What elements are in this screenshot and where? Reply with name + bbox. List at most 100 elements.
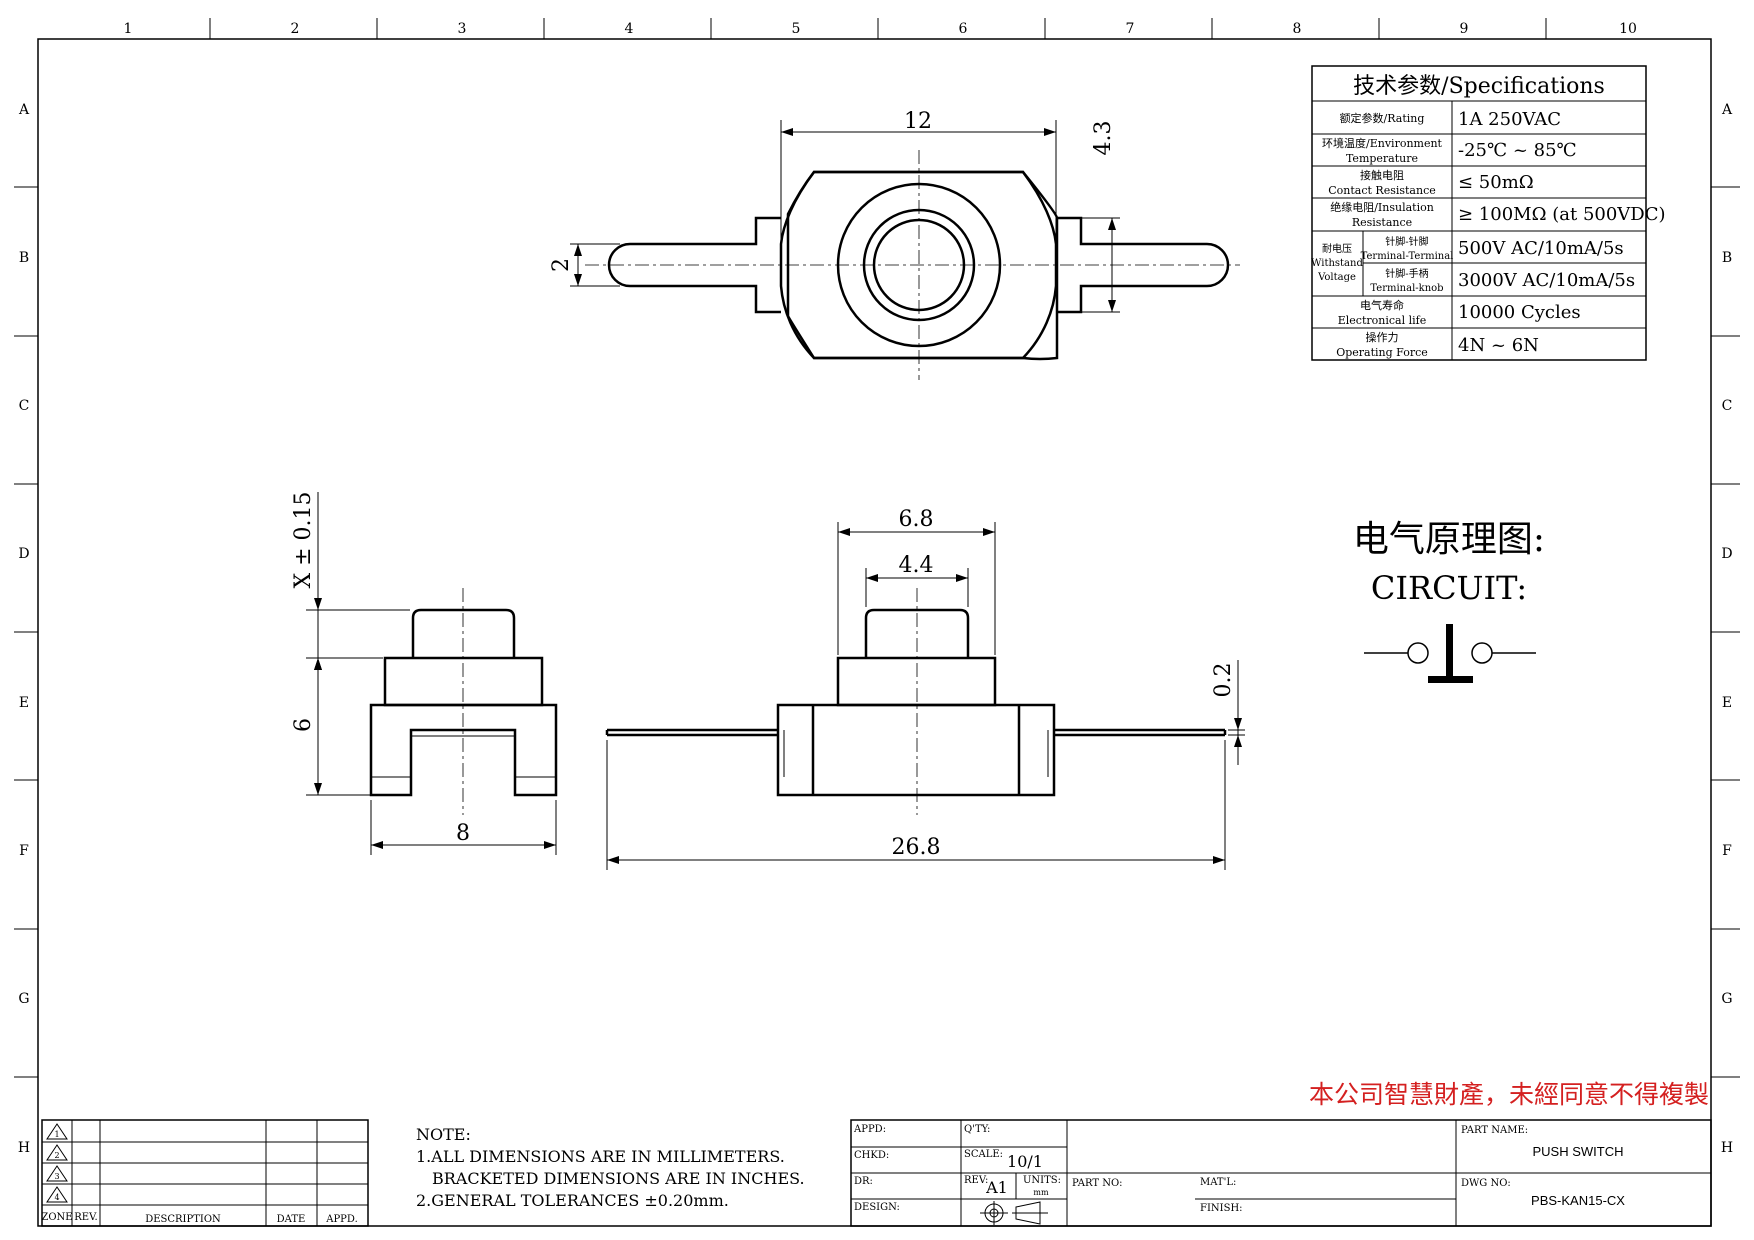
spec-label-insulation-en: Resistance	[1352, 216, 1412, 229]
row-label-f: F	[19, 843, 29, 859]
tb-chkd-label: CHKD:	[854, 1150, 889, 1161]
rev-header-appd: APPD.	[325, 1214, 358, 1225]
row-label-e-right: E	[1722, 695, 1732, 711]
top-view-body-shape	[779, 170, 1058, 360]
spec-withstand-en2: Voltage	[1317, 272, 1356, 283]
row-label-b-right: B	[1722, 250, 1732, 266]
spec-label-life-en: Electronical life	[1338, 314, 1426, 327]
rev-header-date: DATE	[277, 1214, 306, 1225]
front-view-left-terminal	[605, 728, 778, 737]
dim-side-height: 6	[291, 718, 316, 732]
dim-side-width: 8	[456, 821, 470, 846]
spec-withstand-cn: 耐电压	[1322, 242, 1352, 255]
tb-finish-label: FINISH:	[1200, 1203, 1243, 1214]
tb-scale-value: 10/1	[1007, 1152, 1043, 1171]
dim-front-outer: 6.8	[899, 507, 934, 532]
spec-value-force: 4N ~ 6N	[1458, 335, 1539, 356]
title-block: APPD: Q'TY: CHKD: SCALE: DR: REV: UNITS:…	[850, 1119, 1712, 1227]
tb-units-label: UNITS:	[1023, 1175, 1061, 1186]
front-view-right-terminal	[1054, 728, 1227, 737]
spec-title: 技术参数/Specifications	[1353, 74, 1605, 99]
spec-withstand-sub2-cn: 针脚-手柄	[1385, 267, 1428, 280]
front-view-collar	[836, 656, 997, 707]
spec-label-rating: 额定参数/Rating	[1340, 111, 1425, 125]
col-label-8: 8	[1293, 21, 1302, 37]
col-label-6: 6	[959, 21, 968, 37]
spec-withstand-sub1-cn: 针脚-针脚	[1385, 235, 1428, 248]
spec-value-withstand2: 3000V AC/10mA/5s	[1458, 270, 1635, 291]
spec-value-contact: ≤ 50mΩ	[1458, 172, 1534, 193]
row-label-h: H	[18, 1140, 30, 1156]
spec-label-life: 电气寿命	[1360, 298, 1404, 312]
revision-table: 1 2 3 4 ZONE REV. DESCRIPTION DATE APPD.	[41, 1119, 369, 1227]
spec-value-withstand1: 500V AC/10mA/5s	[1458, 238, 1624, 259]
side-view-collar	[383, 656, 544, 707]
row-label-e: E	[19, 695, 29, 711]
tb-rev-label: REV:	[964, 1175, 988, 1186]
tb-dwgno-label: DWG NO:	[1461, 1178, 1511, 1189]
tb-partname-label: PART NAME:	[1461, 1125, 1528, 1136]
notes-line-3: 2.GENERAL TOLERANCES ±0.20mm.	[416, 1191, 729, 1210]
circuit-stem	[1446, 624, 1453, 676]
rev-header-description: DESCRIPTION	[145, 1214, 221, 1225]
circuit-title-en: CIRCUIT:	[1371, 569, 1527, 607]
tb-part-name: PUSH SWITCH	[1533, 1144, 1624, 1159]
spec-value-insulation: ≥ 100MΩ (at 500VDC)	[1458, 204, 1666, 225]
spec-withstand-en1: Withstand	[1311, 258, 1363, 269]
dim-side-var: X ± 0.15	[291, 491, 316, 588]
spec-label-force-en: Operating Force	[1336, 346, 1428, 359]
spec-label-insulation: 绝缘电阻/Insulation	[1330, 200, 1434, 214]
spec-label-contact: 接触电阻	[1360, 168, 1404, 182]
top-view-body-outline	[786, 170, 1059, 361]
side-view-base	[369, 703, 558, 797]
col-label-4: 4	[625, 21, 634, 37]
drawing-frame: 1 2 3 4 5 6 7 8 9 10 A B C D E F G H A B…	[14, 18, 1740, 1227]
dim-top-width: 12	[904, 109, 932, 134]
spec-withstand-sub1-en: Terminal-Terminal	[1361, 251, 1454, 262]
rev-mark-1: 1	[54, 1130, 59, 1139]
circuit-title-cn: 电气原理图:	[1353, 519, 1545, 560]
notes-title: NOTE:	[416, 1125, 471, 1144]
top-view: 12 4.3 2	[549, 109, 1240, 380]
tb-units-value: mm	[1033, 1188, 1049, 1197]
tb-scale-label: SCALE:	[964, 1149, 1003, 1160]
spec-withstand-sub2-en: Terminal-knob	[1370, 283, 1443, 294]
col-label-9: 9	[1460, 21, 1469, 37]
tb-rev-value: A1	[985, 1178, 1008, 1197]
front-view: 6.8 4.4 0.2 26.8	[605, 507, 1245, 870]
notes-line-2: BRACKETED DIMENSIONS ARE IN INCHES.	[432, 1169, 805, 1188]
side-view: X ± 0.15 6 8	[291, 491, 558, 855]
spec-value-rating: 1A 250VAC	[1458, 109, 1561, 130]
tb-design-label: DESIGN:	[854, 1202, 900, 1213]
tb-dr-label: DR:	[854, 1176, 873, 1187]
row-label-a-right: A	[1721, 102, 1733, 118]
dim-front-thickness: 0.2	[1211, 663, 1236, 698]
circuit-push-bar	[1428, 676, 1473, 683]
circuit-contact-right	[1471, 642, 1493, 664]
col-label-5: 5	[792, 21, 801, 37]
col-label-7: 7	[1126, 21, 1135, 37]
row-label-d: D	[18, 546, 29, 562]
row-label-h-right: H	[1721, 1140, 1733, 1156]
spec-label-force: 操作力	[1366, 330, 1399, 344]
rev-header-zone: ZONE	[41, 1212, 72, 1223]
tb-dwg-no: PBS-KAN15-CX	[1531, 1193, 1625, 1208]
top-view-left-terminal	[607, 216, 781, 314]
rev-header-rev: REV.	[74, 1212, 97, 1223]
dim-front-total: 26.8	[892, 835, 941, 860]
rev-mark-3: 3	[54, 1172, 59, 1181]
tb-qty-label: Q'TY:	[964, 1124, 990, 1135]
spec-value-life: 10000 Cycles	[1458, 302, 1581, 323]
notes: NOTE: 1.ALL DIMENSIONS ARE IN MILLIMETER…	[416, 1125, 805, 1210]
row-label-f-right: F	[1722, 843, 1732, 859]
spec-label-temp: 环境温度/Environment	[1322, 136, 1443, 150]
circuit-symbol: 电气原理图: CIRCUIT:	[1353, 519, 1545, 683]
spec-value-temp: -25℃ ~ 85℃	[1458, 140, 1577, 161]
rev-mark-4: 4	[54, 1193, 59, 1202]
circuit-contact-left	[1407, 642, 1429, 664]
col-label-2: 2	[291, 21, 300, 37]
tb-matl-label: MAT'L:	[1200, 1177, 1236, 1188]
row-label-g-right: G	[1721, 991, 1732, 1007]
copyright-notice: 本公司智慧財產，未經同意不得複製	[1309, 1080, 1709, 1109]
